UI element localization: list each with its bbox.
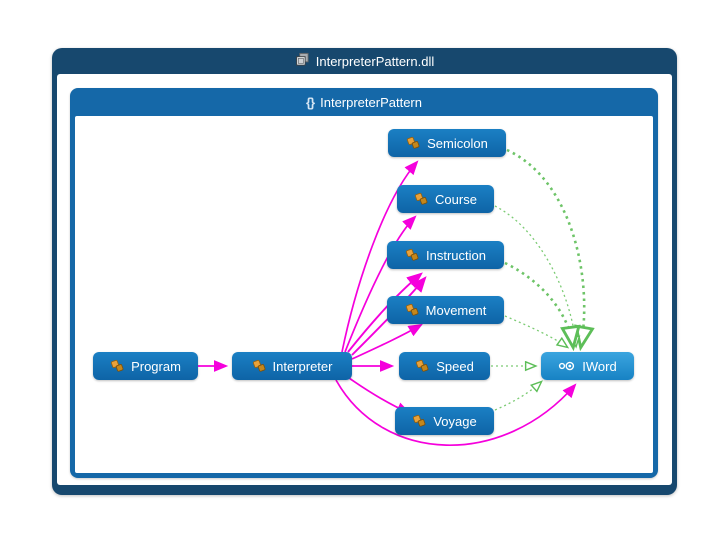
namespace-group-body: Program Interpreter xyxy=(75,116,653,473)
edge-voyage-implements-iword[interactable] xyxy=(494,382,541,411)
assembly-group: InterpreterPattern.dll {} InterpreterPat… xyxy=(52,48,677,495)
edge-movement-implements-iword[interactable] xyxy=(504,315,567,347)
edge-interpreter-references-course[interactable] xyxy=(344,215,417,353)
assembly-title: InterpreterPattern.dll xyxy=(315,53,435,69)
class-icon xyxy=(405,303,420,317)
namespace-title: InterpreterPattern xyxy=(320,94,422,110)
node-movement[interactable]: Movement xyxy=(387,296,504,324)
assembly-group-body: {} InterpreterPattern xyxy=(57,74,672,485)
node-iword[interactable]: IWord xyxy=(541,352,634,380)
node-semicolon[interactable]: Semicolon xyxy=(388,129,506,157)
node-label: Movement xyxy=(425,302,487,318)
node-label: Semicolon xyxy=(427,135,488,151)
edge-interpreter-references-iword[interactable] xyxy=(335,379,577,446)
node-label: Speed xyxy=(436,358,474,374)
interface-icon xyxy=(558,360,576,372)
node-voyage[interactable]: Voyage xyxy=(395,407,494,435)
class-icon xyxy=(252,359,267,373)
node-speed[interactable]: Speed xyxy=(399,352,490,380)
assembly-group-header[interactable]: InterpreterPattern.dll xyxy=(57,48,672,74)
node-label: IWord xyxy=(582,358,617,374)
class-icon xyxy=(405,248,420,262)
namespace-group-header[interactable]: {} InterpreterPattern xyxy=(75,88,653,116)
edge-instruction-implements-iword[interactable] xyxy=(504,261,573,346)
node-label: Course xyxy=(435,191,477,207)
class-icon xyxy=(110,359,125,373)
class-icon xyxy=(415,359,430,373)
namespace-icon: {} xyxy=(305,94,315,110)
node-label: Voyage xyxy=(433,413,477,429)
edge-interpreter-references-semicolon[interactable] xyxy=(341,160,419,353)
node-program[interactable]: Program xyxy=(93,352,198,380)
class-icon xyxy=(406,136,421,150)
edge-semicolon-implements-iword[interactable] xyxy=(506,148,584,346)
node-label: Program xyxy=(131,358,181,374)
node-course[interactable]: Course xyxy=(397,185,494,213)
edges-layer xyxy=(198,148,653,446)
class-icon xyxy=(412,414,427,428)
node-label: Interpreter xyxy=(272,358,333,374)
assembly-icon xyxy=(295,52,310,70)
class-icon xyxy=(414,192,429,206)
node-instruction[interactable]: Instruction xyxy=(387,241,504,269)
namespace-group: {} InterpreterPattern xyxy=(70,88,658,478)
edge-course-implements-iword[interactable] xyxy=(494,205,576,346)
node-label: Instruction xyxy=(426,247,486,263)
node-interpreter[interactable]: Interpreter xyxy=(232,352,352,380)
edge-interpreter-references-movement[interactable] xyxy=(351,323,423,360)
